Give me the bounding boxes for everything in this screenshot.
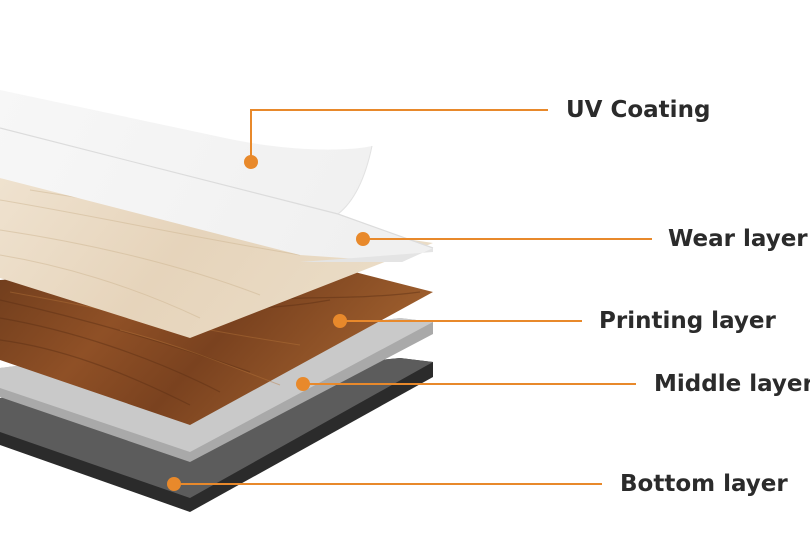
leader-wear-layer (356, 232, 652, 246)
leader-bottom-layer (167, 477, 602, 491)
uv-coating-shape (0, 90, 434, 262)
leader-uv-coating (244, 109, 548, 169)
label-wear-layer: Wear layer (668, 226, 808, 252)
label-uv-coating: UV Coating (566, 97, 711, 123)
label-printing-layer: Printing layer (599, 308, 776, 334)
leader-printing-layer (333, 314, 582, 328)
wear-layer-shape (0, 178, 433, 338)
label-bottom-layer: Bottom layer (620, 471, 788, 497)
leader-middle-layer (296, 377, 636, 391)
label-middle-layer: Middle layer (654, 371, 810, 397)
